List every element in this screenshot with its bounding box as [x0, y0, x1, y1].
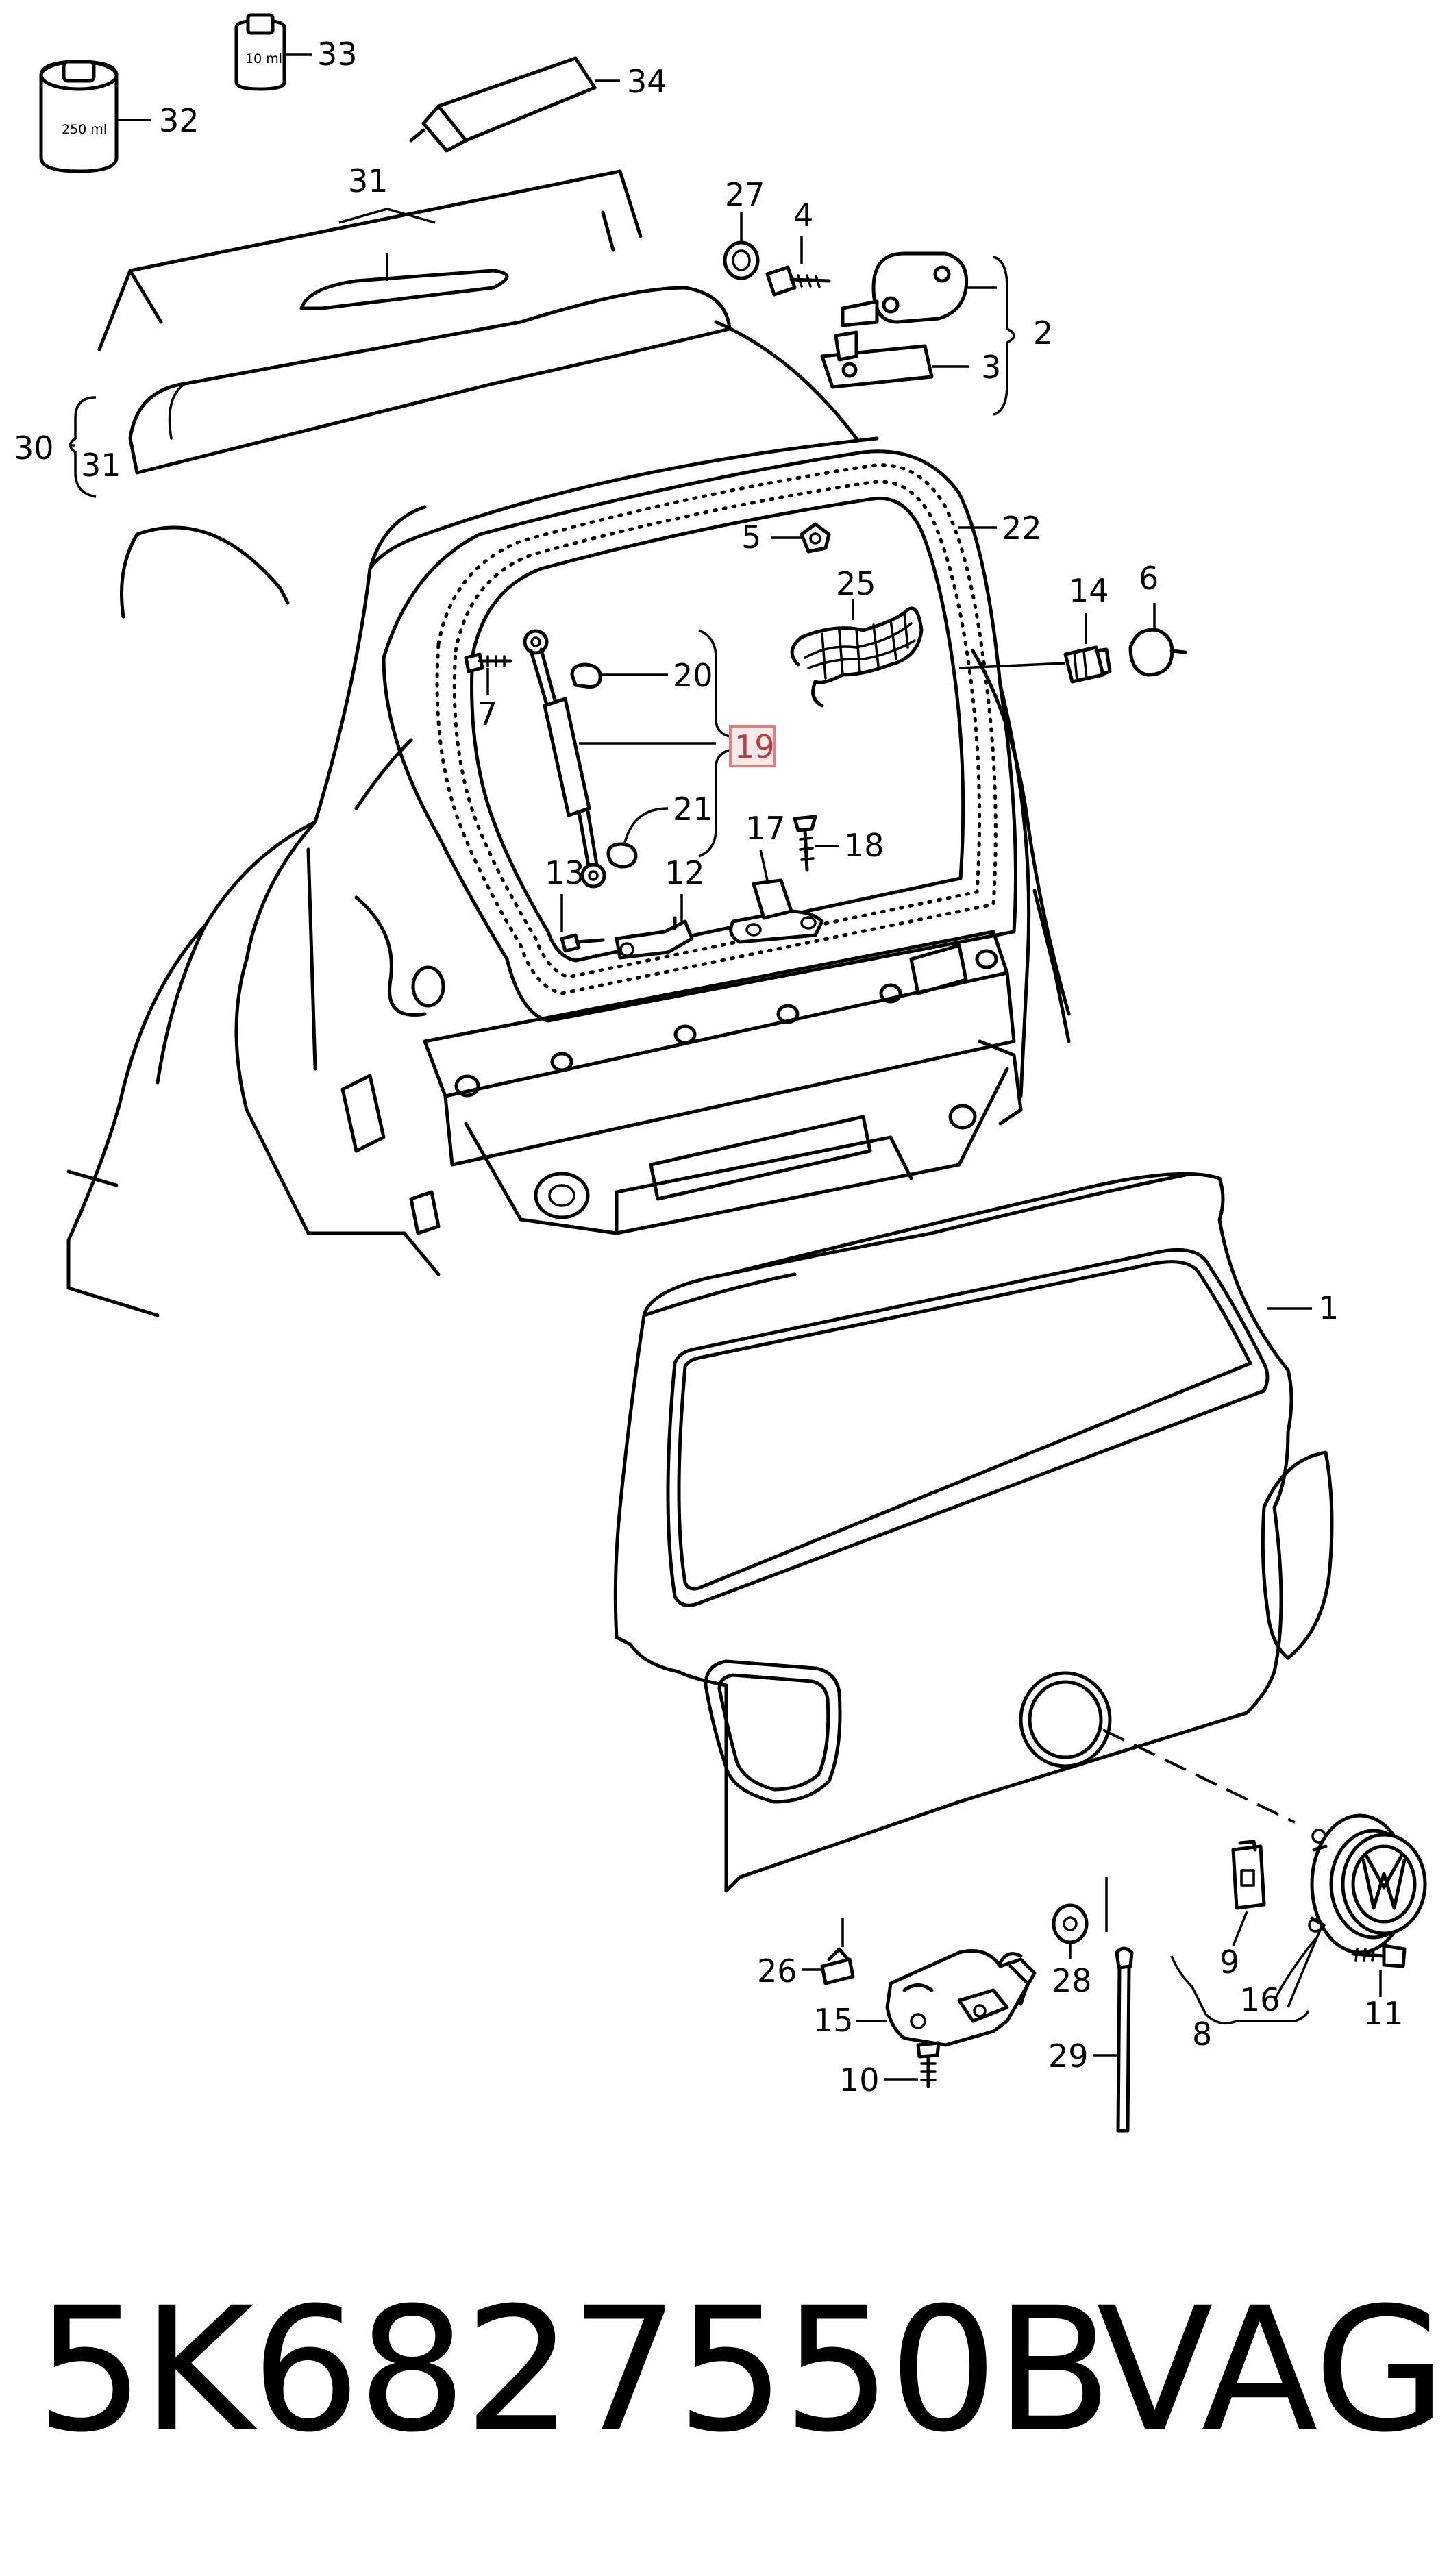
callout-31-side: 31 [81, 447, 121, 484]
callout-1: 1 [1319, 1289, 1339, 1326]
car-rear-body [66, 320, 1071, 1317]
part-number: 5K6827550B [36, 2270, 1113, 2470]
bolt-4 [765, 265, 831, 297]
adhesive-tube [409, 56, 597, 153]
sealant-bottle-small: 10 ml [234, 13, 286, 91]
cap-6 [1128, 628, 1187, 677]
callout-25: 25 [836, 565, 876, 602]
callout-4: 4 [793, 197, 813, 234]
callout-21: 21 [673, 791, 713, 828]
callout-26: 26 [757, 1953, 797, 1990]
highlight-box-19 [729, 725, 776, 767]
callout-16: 16 [1240, 1981, 1280, 2018]
rod-29 [1115, 1946, 1134, 2133]
bolt-13 [560, 933, 605, 953]
callout-27: 27 [725, 176, 765, 213]
callout-8: 8 [1192, 2016, 1212, 2053]
callout-5: 5 [741, 519, 761, 556]
tailgate-1 [613, 1172, 1334, 1893]
brand-label: VAG [1096, 2270, 1446, 2470]
callout-31-top: 31 [348, 162, 388, 199]
callout-12: 12 [665, 854, 705, 891]
callout-30: 30 [14, 430, 54, 467]
rear-panel [340, 889, 1071, 1235]
clip-26 [820, 1947, 855, 1985]
tailgate-hinge [820, 251, 969, 389]
callout-33: 33 [317, 36, 358, 73]
screw-11 [1351, 1944, 1407, 1968]
vw-emblem-camera-16 [1308, 1813, 1427, 1955]
callout-20: 20 [673, 657, 713, 694]
roof-spoiler [97, 169, 732, 475]
clip-20 [570, 662, 602, 689]
callout-6: 6 [1139, 560, 1159, 597]
nut-5 [800, 522, 831, 554]
callout-29: 29 [1048, 2038, 1089, 2075]
sealant-bottle-large: 250 ml [39, 60, 119, 173]
bolt-7 [464, 652, 512, 673]
callout-10: 10 [839, 2061, 880, 2098]
callout-13: 13 [545, 854, 585, 891]
callout-18: 18 [844, 827, 884, 864]
clip-21 [606, 842, 638, 869]
screw-18 [793, 815, 817, 872]
bottle-large-label: 250 ml [62, 122, 107, 137]
grommet-27 [723, 240, 760, 280]
striker-17 [729, 878, 824, 944]
callout-32: 32 [159, 102, 199, 139]
callout-22: 22 [1002, 510, 1042, 547]
callout-7: 7 [478, 695, 497, 732]
gas-strut-19 [523, 629, 606, 889]
grommet-28 [1052, 1903, 1089, 1944]
bolt-10 [916, 2041, 941, 2088]
callout-28: 28 [1052, 1962, 1092, 1999]
callout-34: 34 [627, 63, 667, 100]
callout-2: 2 [1033, 314, 1053, 351]
callout-17: 17 [745, 810, 786, 847]
callout-9: 9 [1219, 1944, 1239, 1981]
wiring-harness-25 [790, 606, 924, 708]
callout-14: 14 [1069, 572, 1109, 609]
callout-15: 15 [813, 2002, 854, 2039]
bottle-small-label: 10 ml [245, 51, 282, 66]
connector-9 [1231, 1840, 1266, 1910]
buffer-14 [1063, 645, 1112, 684]
callout-11: 11 [1363, 1995, 1404, 2032]
callout-3: 3 [981, 349, 1001, 386]
callout-19: 19 [734, 728, 775, 765]
latch-15 [885, 1949, 1037, 2047]
tailgate-opening [382, 449, 1017, 1023]
bracket-12 [615, 916, 694, 960]
